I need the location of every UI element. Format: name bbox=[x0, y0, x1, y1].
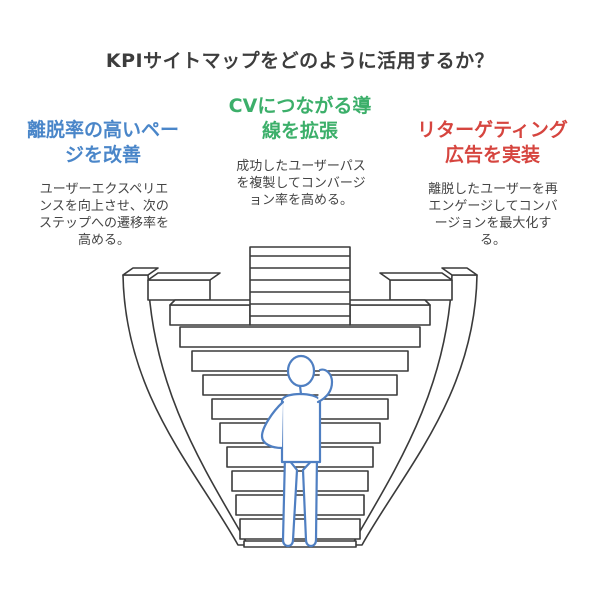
center-tower bbox=[249, 246, 351, 326]
right-section-heading: リターゲティング 広告を実装 bbox=[400, 118, 585, 168]
right-body-line-2: エンゲージしてコンバ bbox=[428, 199, 558, 214]
right-heading-line-1: リターゲティング bbox=[417, 119, 568, 141]
person-torso bbox=[280, 392, 322, 464]
page-title: KPIサイトマップをどのように活用するか？ bbox=[105, 50, 495, 72]
person-thinking-icon bbox=[260, 354, 334, 548]
middle-section-description: 成功したユーザーパス を複製してコンバージ ョン率を高める。 bbox=[216, 158, 386, 209]
person-right-leg bbox=[301, 453, 319, 548]
middle-section-heading: CVにつながる導 線を拡張 bbox=[205, 94, 395, 144]
left-section-heading: 離脱率の高いペー ジを改善 bbox=[18, 118, 188, 168]
person-right-arm bbox=[316, 368, 334, 404]
person-neck bbox=[298, 384, 303, 396]
left-top-stairs bbox=[122, 267, 256, 326]
right-body-line-3: ージョンを最大化す bbox=[434, 216, 552, 231]
mid-body-line-3: ョン率を高める。 bbox=[248, 193, 353, 208]
left-heading-line-1: 離脱率の高いペー bbox=[26, 119, 179, 141]
mid-heading-line-2: 線を拡張 bbox=[261, 120, 338, 142]
person-left-leg bbox=[281, 453, 299, 548]
right-heading-line-2: 広告を実装 bbox=[444, 144, 540, 166]
staircase-funnel-icon bbox=[122, 246, 478, 548]
person-head bbox=[286, 354, 316, 388]
right-body-line-1: 離脱したユーザーを再 bbox=[428, 182, 558, 197]
mid-body-line-2: を複製してコンバージ bbox=[236, 176, 366, 191]
central-steps bbox=[179, 326, 421, 548]
person-left-arm bbox=[260, 400, 285, 450]
left-body-line-3: ステップへの遷移率を bbox=[38, 216, 169, 231]
left-section-description: ユーザーエクスペリエ ンスを向上させ、次の ステップへの遷移率を 高める。 bbox=[25, 181, 183, 249]
left-body-line-4: 高める。 bbox=[77, 233, 130, 248]
mid-body-line-1: 成功したユーザーパス bbox=[236, 159, 366, 174]
right-section-description: 離脱したユーザーを再 エンゲージしてコンバ ージョンを最大化す る。 bbox=[408, 181, 578, 249]
left-heading-line-2: ジを改善 bbox=[64, 144, 141, 166]
mid-heading-line-1: CVにつながる導 bbox=[228, 95, 372, 117]
left-body-line-1: ユーザーエクスペリエ bbox=[39, 182, 169, 197]
right-body-line-4: る。 bbox=[479, 233, 506, 248]
left-body-line-2: ンスを向上させ、次の bbox=[39, 199, 169, 214]
